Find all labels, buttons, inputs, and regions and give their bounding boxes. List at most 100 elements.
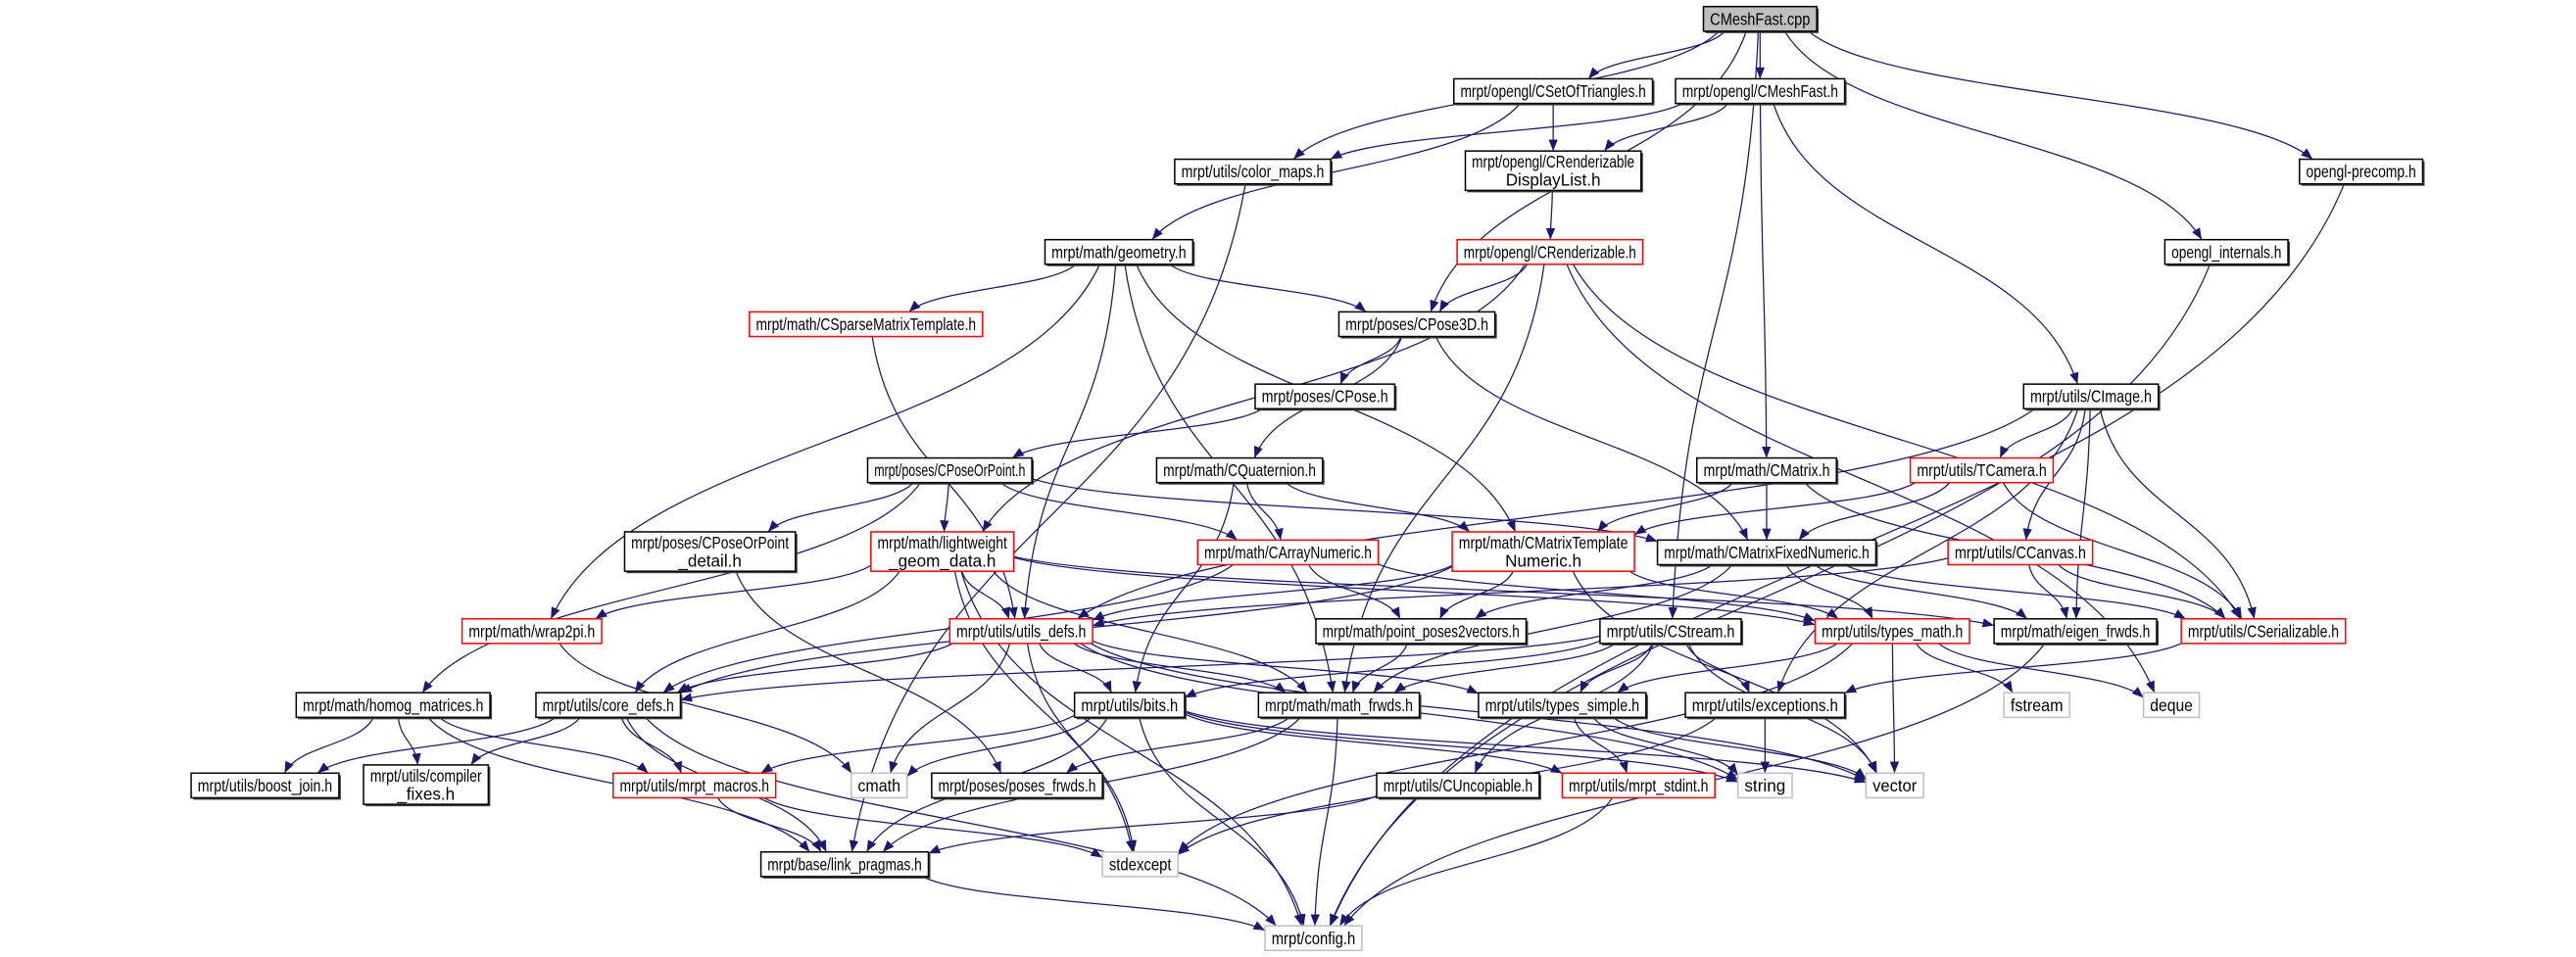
- node-cmatrix[interactable]: mrpt/math/CMatrix.h: [1696, 456, 1839, 485]
- node-posesfrwds[interactable]: mrpt/poses/poses_frwds.h: [931, 772, 1105, 800]
- node-label: mrpt/math/math_frwds.h: [1265, 696, 1413, 715]
- edge-cmfn-to-pp2v: [1474, 563, 1714, 620]
- node-exceptions[interactable]: mrpt/utils/exceptions.h: [1684, 692, 1847, 720]
- node-box: [1257, 692, 1421, 719]
- node-tcamera[interactable]: mrpt/utils/TCamera.h: [1909, 456, 2055, 484]
- node-label: mrpt/utils/utils_defs.h: [956, 622, 1086, 641]
- node-homog[interactable]: mrpt/math/homog_matrices.h: [295, 692, 493, 720]
- node-label: mrpt/math/CMatrixTemplate: [1459, 534, 1628, 552]
- node-label: mrpt/math/lightweight: [878, 534, 1008, 552]
- node-macros[interactable]: mrpt/utils/mrpt_macros.h: [611, 772, 777, 799]
- node-label: mrpt/utils/exceptions.h: [1692, 696, 1838, 715]
- node-label: mrpt/opengl/CSetOfTriangles.h: [1460, 82, 1645, 101]
- node-bits[interactable]: mrpt/utils/bits.h: [1073, 692, 1187, 720]
- node-deque[interactable]: deque: [2142, 692, 2201, 719]
- node-coredefs[interactable]: mrpt/utils/core_defs.h: [535, 692, 683, 720]
- node-typessimple[interactable]: mrpt/utils/types_simple.h: [1478, 692, 1648, 720]
- node-stdexcept[interactable]: stdexcept: [1101, 850, 1179, 878]
- node-cmeshh[interactable]: mrpt/opengl/CMeshFast.h: [1675, 77, 1847, 106]
- node-box: [1337, 311, 1496, 338]
- node-label: mrpt/math/eigen_frwds.h: [2001, 622, 2150, 641]
- edge-cpose3d-to-cmfn: [1434, 336, 1749, 541]
- edge-lightweight-to-wrap2pi: [595, 564, 872, 620]
- node-box: [1909, 456, 2055, 484]
- edge-lightweight-to-utilsdefs: [961, 571, 1010, 619]
- node-stdint[interactable]: mrpt/utils/mrpt_stdint.h: [1561, 772, 1716, 799]
- edge-lightweight-to-typesmath: [1013, 556, 1816, 627]
- node-box: [2180, 618, 2347, 645]
- node-geometry[interactable]: mrpt/math/geometry.h: [1044, 238, 1195, 266]
- node-carraynumeric[interactable]: mrpt/math/CArrayNumeric.h: [1196, 539, 1380, 566]
- node-box: [1478, 692, 1647, 719]
- edge-ccanvas-to-cserial: [2058, 564, 2226, 620]
- node-utilsdefs[interactable]: mrpt/utils/utils_defs.h: [948, 618, 1094, 645]
- edge-utilsdefs-to-stdexcept: [1026, 643, 1138, 852]
- node-cstream[interactable]: mrpt/utils/CStream.h: [1599, 618, 1744, 646]
- node-label: mrpt/math/wrap2pi.h: [468, 622, 595, 641]
- edge-cmeshh-to-colormaps: [1330, 103, 1683, 161]
- node-label: mrpt/poses/CPose3D.h: [1345, 315, 1488, 334]
- node-label: mrpt/utils/CImage.h: [2030, 388, 2152, 407]
- node-lightweight[interactable]: mrpt/math/lightweight_geom_data.h: [870, 531, 1015, 572]
- node-box: [749, 311, 984, 338]
- node-cserial[interactable]: mrpt/utils/CSerializable.h: [2180, 618, 2347, 645]
- node-label: mrpt/utils/types_simple.h: [1485, 696, 1640, 715]
- node-box: [1044, 238, 1194, 265]
- node-colormaps[interactable]: mrpt/utils/color_maps.h: [1174, 158, 1334, 186]
- edge-crend-to-lightweight: [981, 263, 1526, 533]
- node-cmath[interactable]: cmath: [850, 772, 908, 799]
- node-boostjoin[interactable]: mrpt/utils/boost_join.h: [190, 772, 341, 800]
- node-cpopdetail[interactable]: mrpt/poses/CPoseOrPoint_detail.h: [623, 531, 798, 574]
- node-label: mrpt/math/CMatrix.h: [1703, 461, 1829, 480]
- node-linkpragmas[interactable]: mrpt/base/link_pragmas.h: [759, 850, 931, 879]
- node-pp2v[interactable]: mrpt/math/point_poses2vectors.h: [1315, 618, 1529, 646]
- edge-cmeshh-to-cimage: [1773, 103, 2079, 385]
- node-label: mrpt/config.h: [1272, 930, 1355, 948]
- edge-cmtn-to-utilsdefs: [1092, 564, 1453, 621]
- edge-lightweight-to-mathfrwds: [993, 570, 1308, 694]
- node-csparse[interactable]: mrpt/math/CSparseMatrixTemplate.h: [749, 311, 984, 338]
- node-vector[interactable]: vector: [1865, 772, 1924, 799]
- edge-typesmath-to-vector: [1889, 643, 1900, 774]
- node-box: [1456, 238, 1644, 265]
- node-cquaternion[interactable]: mrpt/math/CQuaternion.h: [1155, 456, 1325, 485]
- node-fstream[interactable]: fstream: [2003, 692, 2070, 719]
- edge-macros-to-linkpragmas: [717, 797, 822, 853]
- node-cpose[interactable]: mrpt/poses/CPose.h: [1254, 383, 1397, 411]
- node-mathfrwds[interactable]: mrpt/math/math_frwds.h: [1257, 692, 1422, 720]
- edge-typesmath-to-typessimple: [1617, 643, 1838, 694]
- node-label: mrpt/math/CSparseMatrixTemplate.h: [756, 315, 977, 334]
- edge-cposeorpoint-to-lightweight: [940, 482, 949, 532]
- node-precomp[interactable]: opengl-precomp.h: [2299, 158, 2425, 186]
- node-cpose3d[interactable]: mrpt/poses/CPose3D.h: [1337, 311, 1497, 339]
- edge-cstream-to-exceptions: [1685, 643, 1750, 694]
- node-compiler[interactable]: mrpt/utils/compiler_fixes.h: [363, 764, 491, 807]
- node-internals[interactable]: opengl_internals.h: [2163, 238, 2291, 266]
- node-cimage[interactable]: mrpt/utils/CImage.h: [2022, 383, 2161, 411]
- node-eigen[interactable]: mrpt/math/eigen_frwds.h: [1993, 618, 2160, 646]
- edge-cserial-to-exceptions: [1844, 643, 2182, 694]
- edge-bits-to-macros: [760, 714, 1075, 774]
- node-cuncopiable[interactable]: mrpt/utils/CUncopiable.h: [1376, 772, 1541, 800]
- node-cmfn[interactable]: mrpt/math/CMatrixFixedNumeric.h: [1656, 539, 1878, 567]
- node-label: mrpt/poses/CPoseOrPoint: [631, 534, 789, 552]
- node-label: mrpt/utils/color_maps.h: [1182, 163, 1325, 181]
- node-crend[interactable]: mrpt/opengl/CRenderizable.h: [1456, 238, 1644, 265]
- node-label: mrpt/math/geometry.h: [1051, 243, 1186, 262]
- node-label: _detail.h: [677, 551, 742, 570]
- node-typesmath[interactable]: mrpt/utils/types_math.h: [1814, 618, 1970, 645]
- edge-tcamera-to-cserial: [2002, 482, 2243, 620]
- node-label: fstream: [2011, 696, 2064, 715]
- node-config[interactable]: mrpt/config.h: [1264, 925, 1363, 952]
- edge-cpose-to-cposeorpoint: [1011, 407, 1263, 459]
- node-root[interactable]: CMeshFast.cpp: [1702, 5, 1820, 33]
- node-cposeorpoint[interactable]: mrpt/poses/CPoseOrPoint.h: [866, 456, 1035, 485]
- edge-bits-to-stdint: [1184, 713, 1563, 775]
- node-wrap2pi[interactable]: mrpt/math/wrap2pi.h: [461, 618, 603, 645]
- node-ccanvas[interactable]: mrpt/utils/CCanvas.h: [1947, 539, 2094, 566]
- node-string[interactable]: string: [1736, 772, 1793, 799]
- edge-cmtn-to-pp2v: [1438, 570, 1514, 620]
- node-cset[interactable]: mrpt/opengl/CSetOfTriangles.h: [1453, 77, 1655, 106]
